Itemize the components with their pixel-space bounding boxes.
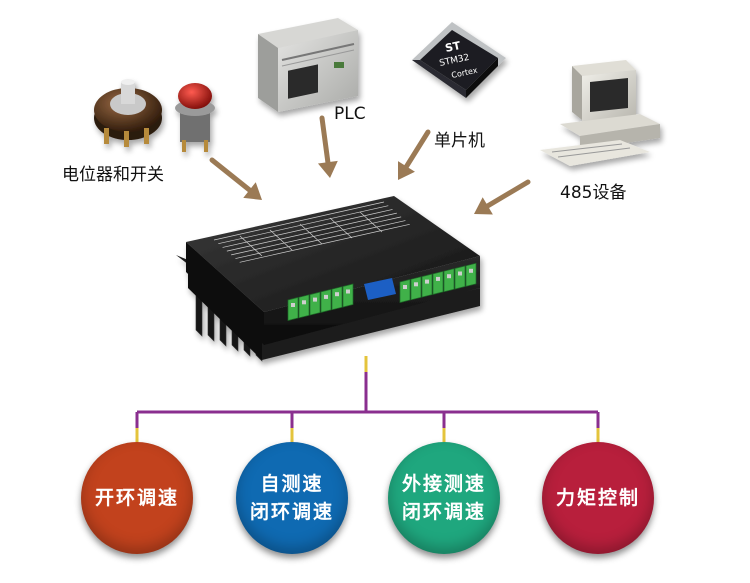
plc-icon (258, 18, 358, 112)
potentiometer-switch-icon (94, 79, 215, 152)
mode-label-line: 闭环调速 (401, 501, 486, 523)
arrow-from-mcu (398, 129, 431, 180)
arrow-from-485 (474, 179, 531, 215)
desktop-computer-icon (540, 60, 660, 166)
mode-circle-2: 自测速闭环调速 (236, 442, 348, 554)
label-485-device: 485设备 (560, 183, 627, 203)
label-mcu: 单片机 (434, 131, 485, 151)
mode-circle-3: 外接测速闭环调速 (388, 442, 500, 554)
mode-label-line: 闭环调速 (249, 501, 334, 523)
mode-label: 外接测速闭环调速 (402, 470, 486, 526)
mode-label-line: 自测速 (260, 473, 324, 495)
mode-circle-4: 力矩控制 (542, 442, 654, 554)
mode-label: 力矩控制 (556, 484, 640, 512)
mode-label-line: 开环调速 (94, 487, 179, 509)
mode-label-line: 外接测速 (401, 473, 486, 495)
label-potentiometer-switch: 电位器和开关 (62, 165, 164, 185)
label-plc: PLC (334, 104, 366, 124)
mode-label: 自测速闭环调速 (250, 470, 334, 526)
mode-label: 开环调速 (95, 484, 179, 512)
arrow-from-plc (317, 115, 338, 178)
stepper-driver-icon (176, 196, 480, 362)
stm32-chip-icon: ST STM32 Cortex (412, 22, 506, 98)
arrow-from-potentiometer (209, 157, 262, 200)
mode-tree (135, 356, 600, 442)
input-arrows (209, 115, 531, 215)
chip-logo: ST (444, 39, 462, 55)
mode-circle-1: 开环调速 (81, 442, 193, 554)
mode-label-line: 力矩控制 (555, 487, 640, 509)
